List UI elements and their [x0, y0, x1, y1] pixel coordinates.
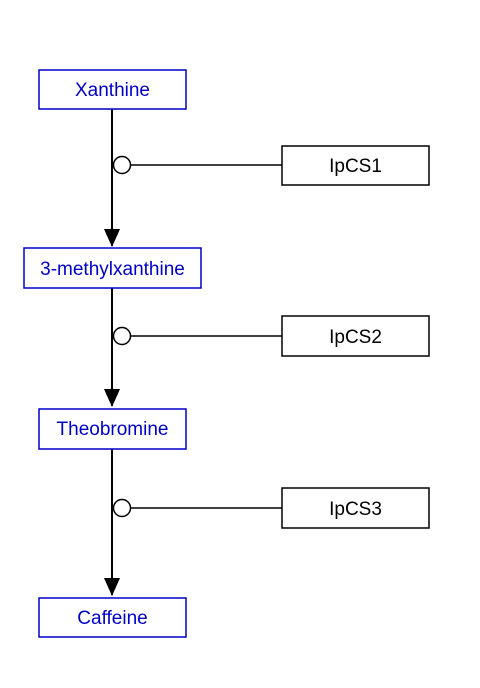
catalysis-links [112, 155, 282, 518]
enzyme-node-ipcs1[interactable]: IpCS1 [281, 145, 430, 186]
enzyme-node-ipcs2[interactable]: IpCS2 [281, 315, 430, 357]
enzyme-label-ipcs2: IpCS2 [329, 327, 382, 348]
arrowhead-3 [104, 578, 120, 596]
arrowhead-1 [104, 229, 120, 247]
catalysis-circle-2 [112, 326, 132, 346]
arrowhead-2 [104, 389, 120, 407]
reaction-arrows [104, 109, 120, 596]
compound-node-3-methylxanthine[interactable]: 3-methylxanthine [23, 247, 202, 289]
compound-label-xanthine: Xanthine [75, 80, 150, 101]
catalysis-circle-1 [112, 155, 132, 175]
compound-node-xanthine[interactable]: Xanthine [38, 69, 187, 110]
enzyme-label-ipcs3: IpCS3 [329, 499, 382, 520]
compound-label-3-methylxanthine: 3-methylxanthine [40, 259, 185, 280]
enzyme-label-ipcs1: IpCS1 [329, 156, 382, 177]
compound-label-caffeine: Caffeine [77, 608, 147, 629]
compound-node-caffeine[interactable]: Caffeine [38, 597, 187, 638]
catalysis-circle-3 [112, 498, 132, 518]
compound-label-theobromine: Theobromine [57, 419, 169, 440]
enzyme-node-ipcs3[interactable]: IpCS3 [281, 487, 430, 529]
compound-node-theobromine[interactable]: Theobromine [38, 408, 187, 450]
